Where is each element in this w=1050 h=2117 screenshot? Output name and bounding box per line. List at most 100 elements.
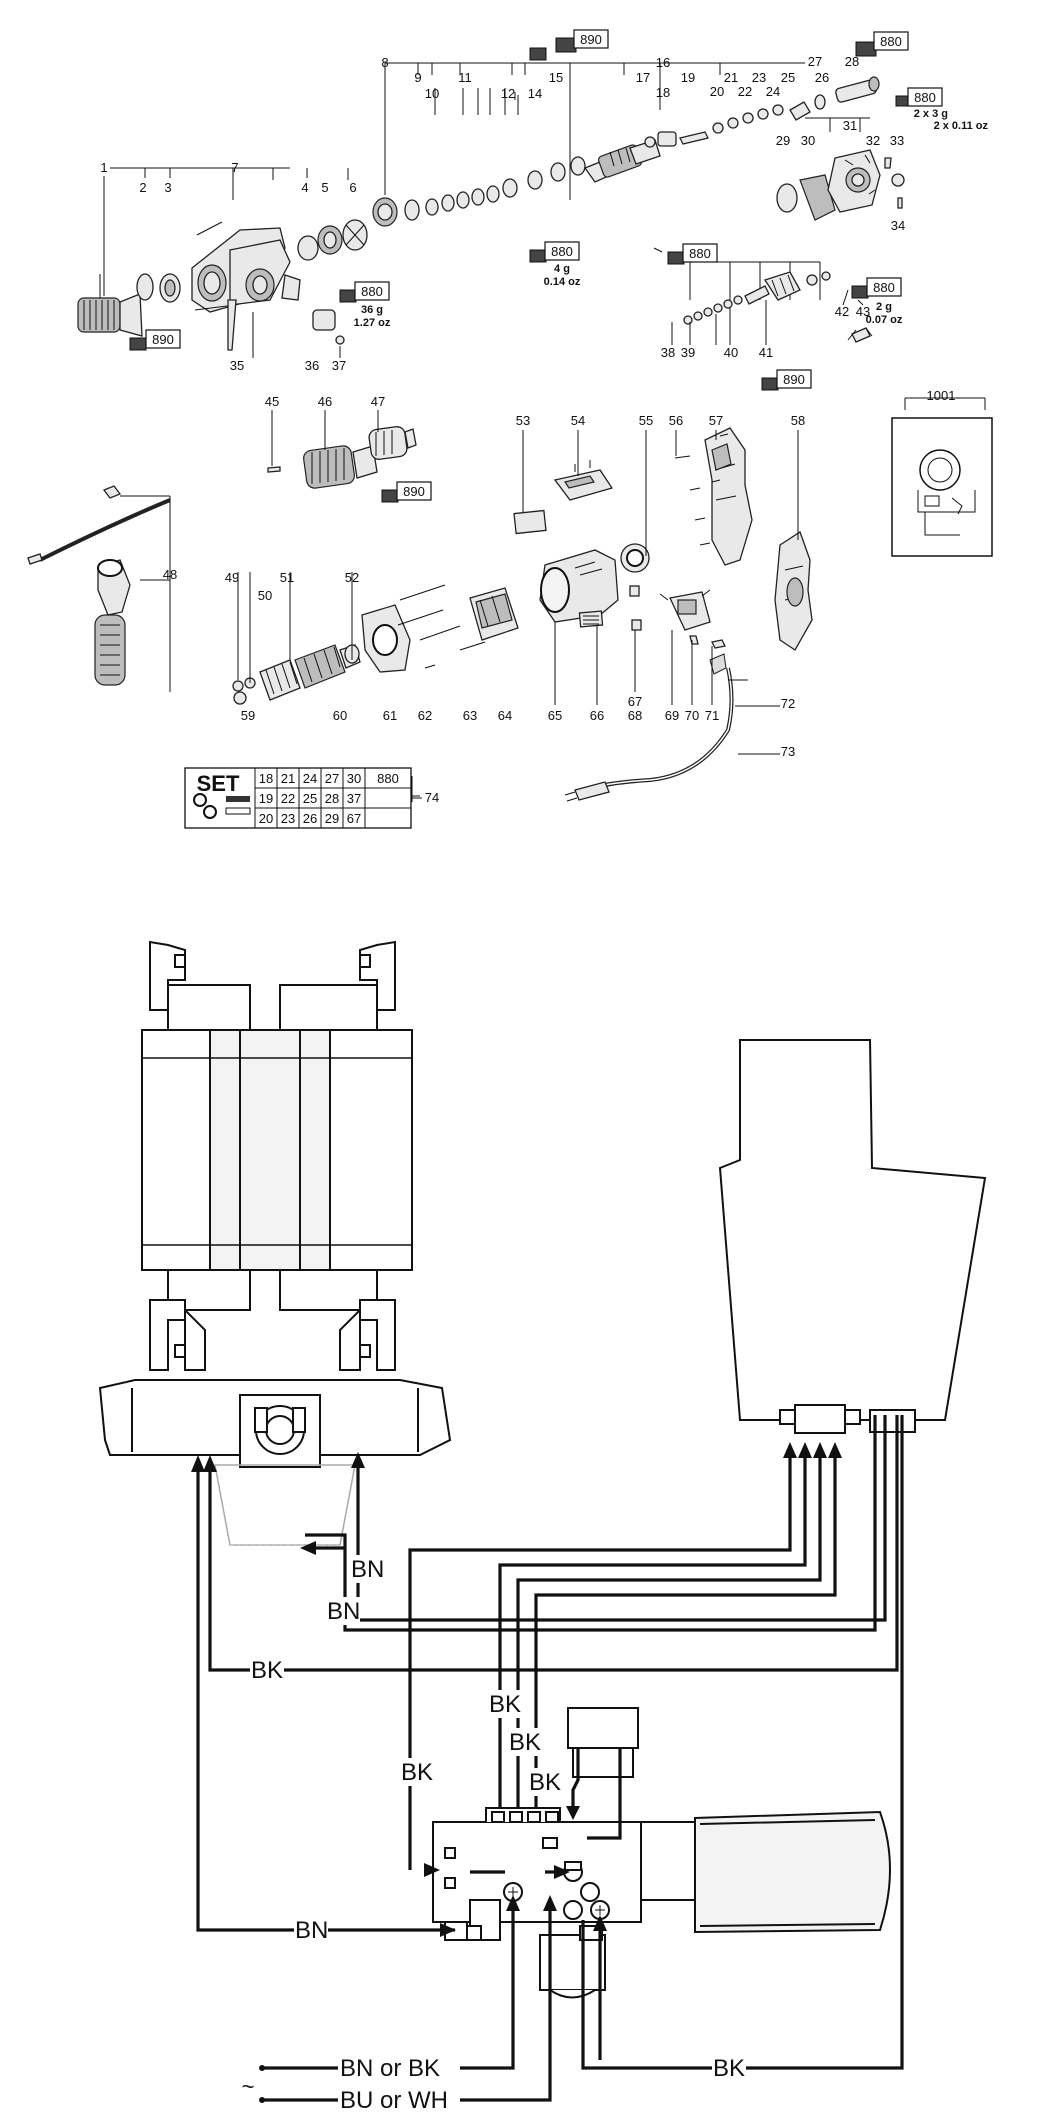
part-number: 17 [636, 70, 650, 85]
part-number: 3 [164, 180, 171, 195]
lubricant-tube-890-top: 890 [555, 29, 609, 53]
part-number: 36 [305, 358, 319, 373]
part-number: 26 [815, 70, 829, 85]
tube-880-chassis-box [653, 247, 663, 253]
wire-bn-feed [196, 1460, 455, 1932]
part-number: 4 [301, 180, 308, 195]
cover-and-label [513, 460, 614, 535]
part-number: 14 [528, 86, 542, 101]
motor-end-bell [98, 1379, 452, 1546]
part-number: 67 [628, 694, 642, 709]
part-number: 63 [463, 708, 477, 723]
group-brackets [110, 62, 986, 410]
part-number: 9 [414, 70, 421, 85]
svg-text:18: 18 [259, 771, 273, 786]
part-number: 65 [548, 708, 562, 723]
part-number: 58 [791, 413, 805, 428]
part-number: 53 [516, 413, 530, 428]
wire-label-bn-or-bk: BN or BK [340, 2055, 440, 2082]
wire-label-bk: BK [251, 1657, 283, 1684]
svg-text:27: 27 [325, 771, 339, 786]
small-rings [712, 94, 826, 134]
inset-1001 [891, 417, 993, 557]
tube-label-880-extra: 880 [0, 0, 2, 1]
wire-label-bk: BK [529, 1769, 561, 1796]
part-number: 15 [549, 70, 563, 85]
part-number: 73 [781, 744, 795, 759]
svg-text:22: 22 [281, 791, 295, 806]
part-number: 25 [781, 70, 795, 85]
part-number: 50 [258, 588, 272, 603]
part-number: 46 [318, 394, 332, 409]
switch-assembly [659, 589, 726, 649]
svg-text:28: 28 [325, 791, 339, 806]
fan-baffle [361, 604, 411, 673]
tube-label: 890 [152, 332, 174, 347]
lubricant-tube-880-housing: 880 [339, 281, 390, 303]
part-number: 68 [628, 708, 642, 723]
svg-text:25: 25 [303, 791, 317, 806]
part-number: 51 [280, 570, 294, 585]
part-number: 47 [371, 394, 385, 409]
lubricant-tube-880-collar [529, 47, 547, 61]
part-number: 12 [501, 86, 515, 101]
part-number: 18 [656, 85, 670, 100]
rings-4-5-6 [297, 219, 368, 261]
part-number: 6 [349, 180, 356, 195]
side-handle [27, 485, 171, 686]
intermediate-shaft [683, 271, 873, 343]
part-number: 66 [590, 708, 604, 723]
wire-label-bn: BN [295, 1917, 328, 1944]
terminals [503, 1861, 610, 1920]
amount-2x0-11oz: 2 x 0.11 oz [934, 120, 989, 132]
wire-bk-1 [498, 1450, 807, 1808]
rings-2-3 [136, 273, 181, 303]
part-number: 72 [781, 696, 795, 711]
wire-bk-long [408, 1450, 792, 1870]
exploded-view: 890 880 880 880 880 890 [0, 0, 993, 829]
part-number: 69 [665, 708, 679, 723]
part-number: 19 [681, 70, 695, 85]
lubricant-tube-880-intermediate: 880 [667, 243, 718, 265]
part-number: 42 [835, 304, 849, 319]
part-number: 62 [418, 708, 432, 723]
svg-text:24: 24 [303, 771, 317, 786]
svg-text:30: 30 [347, 771, 361, 786]
part-number: 1001 [927, 388, 956, 403]
part-number: 34 [891, 218, 905, 233]
leader-lines [103, 176, 864, 802]
part-number: 16 [656, 55, 670, 70]
svg-text:20: 20 [259, 811, 273, 826]
amount-36g: 36 g [361, 304, 383, 316]
amount-2x3g: 2 x 3 g [914, 108, 948, 120]
tube-label: 890 [403, 484, 425, 499]
tube-label: 880 [914, 90, 936, 105]
part-number: 8 [381, 55, 388, 70]
arrowheads [191, 1442, 842, 1937]
gear-housing [191, 221, 301, 313]
lubricant-tube-880-bearing: 880 [851, 277, 902, 299]
part-number: 64 [498, 708, 512, 723]
brush-holder [578, 543, 650, 631]
part-number-labels: 1 2 3 4 5 6 7 8 9 10 11 12 14 15 16 17 1… [100, 54, 955, 805]
set-row-2: 19 22 25 28 37 [259, 791, 361, 806]
tube-label: 890 [783, 372, 805, 387]
wire-label-bn: BN [327, 1598, 360, 1625]
svg-text:26: 26 [303, 811, 317, 826]
svg-text:19: 19 [259, 791, 273, 806]
amount-1-27oz: 1.27 oz [354, 317, 391, 329]
part-number: 55 [639, 413, 653, 428]
svg-text:23: 23 [281, 811, 295, 826]
part-number: 70 [685, 708, 699, 723]
part-number: 11 [458, 70, 472, 85]
lubricant-tube-890-adapter: 890 [381, 481, 432, 503]
wire-bk-stator-left [208, 1415, 899, 1672]
part-number: 59 [241, 708, 255, 723]
tube-label: 890 [580, 32, 602, 47]
part-number: 35 [230, 358, 244, 373]
svg-text:880: 880 [377, 771, 399, 786]
spindle [583, 139, 661, 183]
wire-label-bk: BK [509, 1729, 541, 1756]
part-number: 28 [845, 54, 859, 69]
